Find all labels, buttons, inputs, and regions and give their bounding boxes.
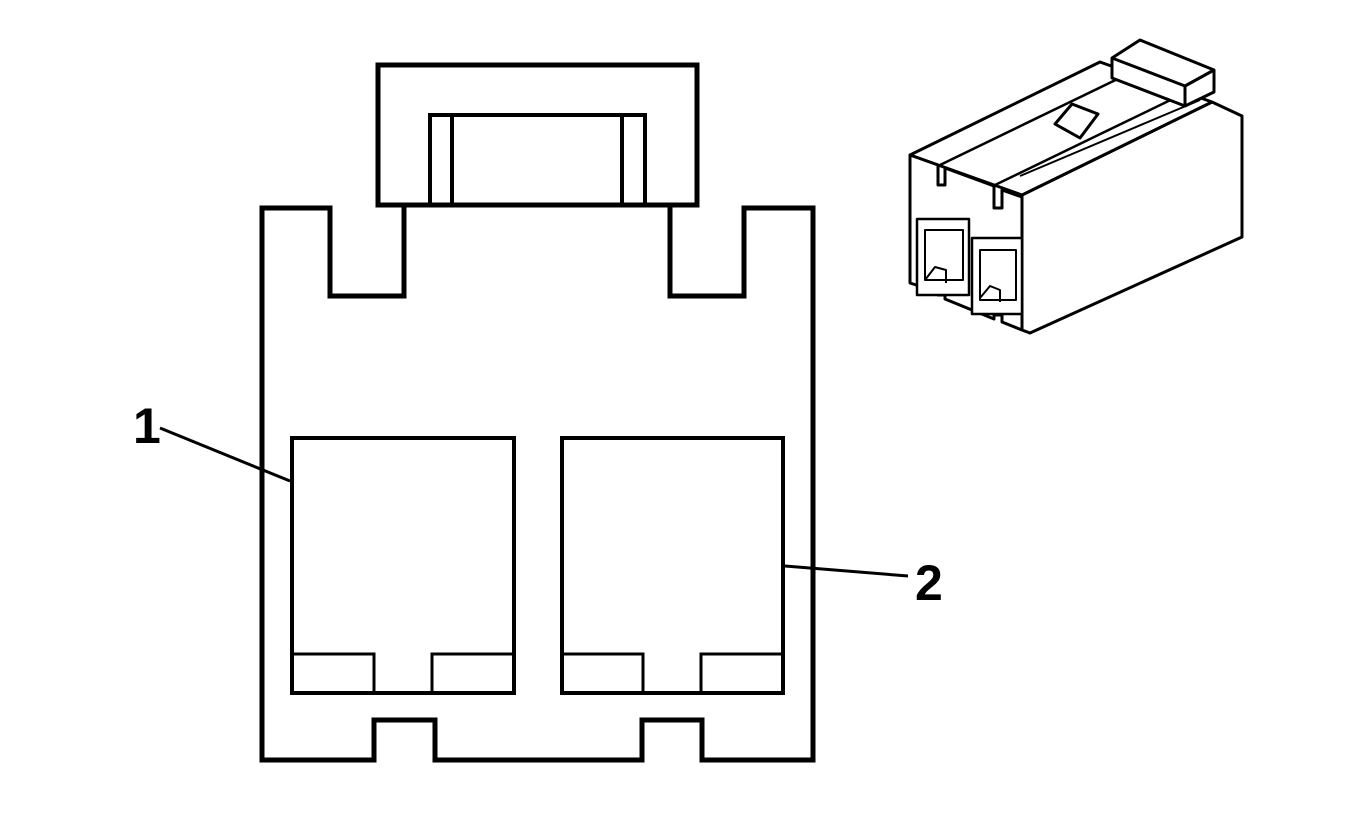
locking-tab-outer xyxy=(375,62,700,208)
iso-top-groove-1 xyxy=(939,71,1131,167)
iso-ramp xyxy=(1053,102,1100,140)
cavity-2-terminal-lock xyxy=(562,652,783,693)
cavity-1-outline xyxy=(290,436,516,695)
iso-latch xyxy=(1110,38,1216,108)
cavity-2-outline xyxy=(560,436,785,695)
iso-cavity-1-lock xyxy=(924,266,947,283)
iso-cavity-2-lock xyxy=(979,285,1001,302)
locking-tab-window xyxy=(428,113,647,207)
iso-top-groove-2 xyxy=(994,91,1186,187)
callout-1-label: 1 xyxy=(133,398,161,454)
callout-2-leader xyxy=(784,564,909,578)
callout-2-label: 2 xyxy=(915,555,943,611)
iso-top-groove-3 xyxy=(1019,99,1201,177)
connector-isometric-view xyxy=(908,38,1244,335)
locking-tab xyxy=(375,62,700,208)
callout-1-leader xyxy=(159,426,291,483)
connector-face-view xyxy=(159,62,909,763)
iso-latch-front xyxy=(1111,56,1215,106)
cavity-2 xyxy=(560,436,785,695)
cavity-1-terminal-lock xyxy=(292,652,514,693)
connector-housing-outline xyxy=(259,202,816,763)
cavity-1 xyxy=(290,436,516,695)
